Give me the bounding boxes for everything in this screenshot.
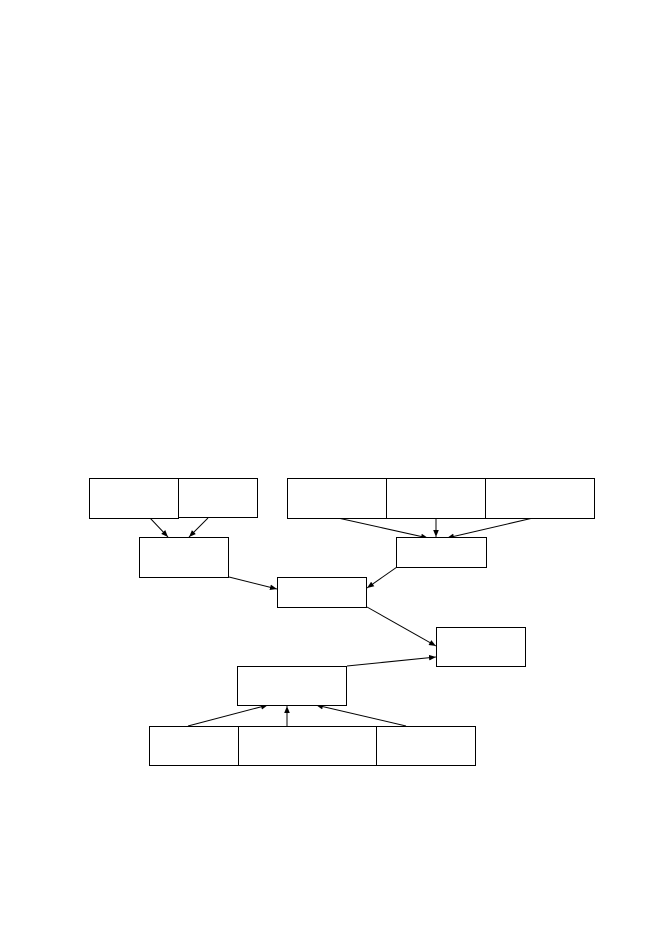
nodes-group [89,478,595,766]
edge-bottom-c-to-lower-center [315,703,407,727]
edge-center-to-right [366,606,437,647]
node-lower-center [237,666,347,706]
edge-top-left-a-to-mid-left [149,517,169,538]
node-bottom-c [376,726,476,766]
edge-mid-right-to-center [366,566,398,589]
node-right [436,627,526,667]
edges-group [149,517,534,727]
edge-mid-left-to-center [228,576,278,591]
edge-lower-center-to-right [346,654,437,667]
node-mid-right [396,537,487,568]
edge-top-left-b-to-mid-left [188,517,209,538]
node-mid-left [139,537,229,578]
edge-top-right-a-to-mid-right [337,517,429,540]
node-center [277,577,367,608]
edge-bottom-a-to-lower-center [187,704,269,727]
node-top-right-c [485,478,595,519]
edge-top-right-c-to-mid-right [446,517,534,540]
node-bottom-a [149,726,239,766]
node-top-right-b [386,478,486,519]
node-top-right-a [287,478,387,519]
node-top-left-a [89,478,179,519]
node-bottom-b [238,726,377,766]
node-top-left-b [178,478,258,518]
